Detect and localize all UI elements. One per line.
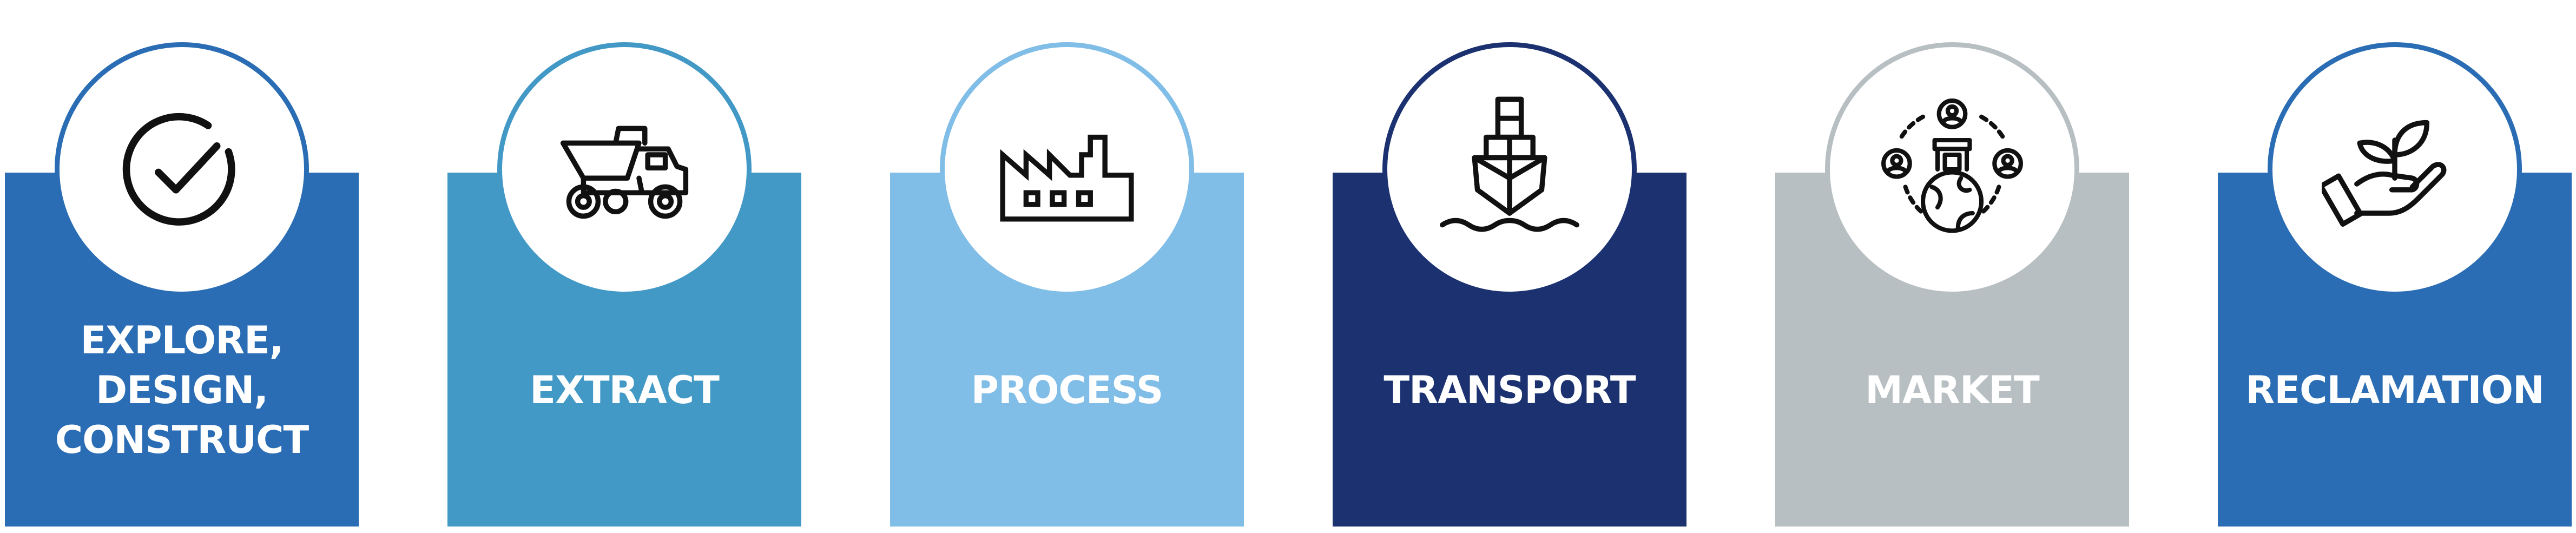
factory-icon: [1000, 134, 1134, 222]
icon-circle: [497, 42, 752, 297]
global-market-icon: [1881, 98, 2023, 233]
stage-label: PROCESS: [971, 368, 1164, 412]
icon-circle: [2268, 42, 2522, 297]
stage-label: TRANSPORT: [1383, 368, 1636, 412]
icon-circle: [940, 42, 1194, 297]
stage-label: EXTRACT: [530, 368, 720, 412]
icon-circle: [1382, 42, 1637, 297]
stage-label: MARKET: [1865, 368, 2040, 412]
stage-label: EXPLORE, DESIGN, CONSTRUCT: [55, 318, 309, 462]
cargo-ship-icon: [1440, 96, 1579, 232]
dump-truck-icon: [560, 126, 689, 219]
check-circle-icon: [122, 113, 235, 226]
icon-circle: [1825, 42, 2079, 297]
stage-label: RECLAMATION: [2245, 368, 2544, 412]
hand-sprout-icon: [2322, 120, 2447, 227]
icon-circle: [55, 42, 309, 297]
